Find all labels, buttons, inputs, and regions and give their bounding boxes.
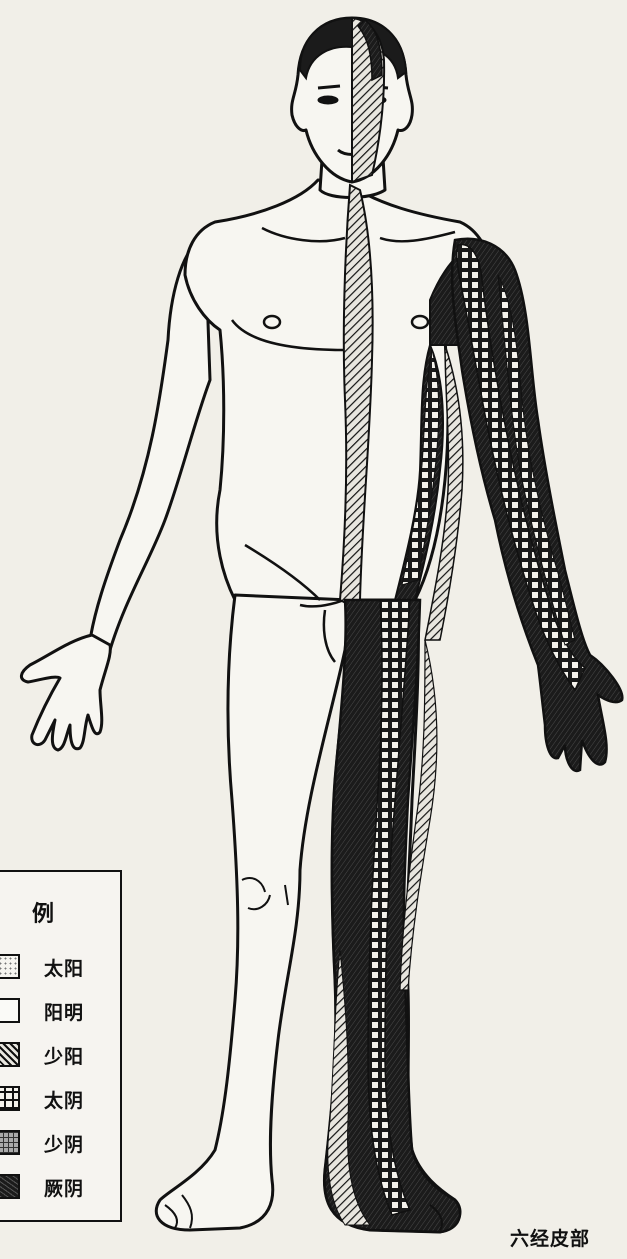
right-leg — [156, 595, 350, 1230]
legend-item-jueyin: 厥阴 — [0, 1172, 122, 1202]
legend: 例 太阳 阳明 少阳 太阴 少阴 厥阴 — [0, 870, 122, 1222]
figure-caption: 六经皮部 — [510, 1224, 590, 1251]
swatch-hatch — [0, 1042, 20, 1067]
legend-label: 太阴 — [44, 1086, 84, 1113]
legend-label: 少阳 — [44, 1042, 84, 1069]
legend-item-yangming: 阳明 — [0, 996, 122, 1026]
torso — [185, 180, 350, 600]
swatch-light-cross — [0, 1130, 20, 1155]
swatch-dot-grid — [0, 1086, 20, 1111]
legend-item-shaoyang: 少阳 — [0, 1040, 122, 1070]
legend-title: 例 — [32, 896, 54, 928]
legend-item-taiyin: 太阴 — [0, 1084, 122, 1114]
swatch-blank — [0, 998, 20, 1023]
right-hand — [21, 635, 110, 750]
legend-label: 少阴 — [44, 1130, 84, 1157]
swatch-stipple — [0, 954, 20, 979]
legend-label: 阳明 — [44, 998, 84, 1025]
legend-label: 厥阴 — [44, 1174, 84, 1201]
legend-label: 太阳 — [44, 954, 84, 981]
legend-item-shaoyin: 少阴 — [0, 1128, 122, 1158]
legend-item-taiyang: 太阳 — [0, 952, 122, 982]
swatch-dark — [0, 1174, 20, 1199]
